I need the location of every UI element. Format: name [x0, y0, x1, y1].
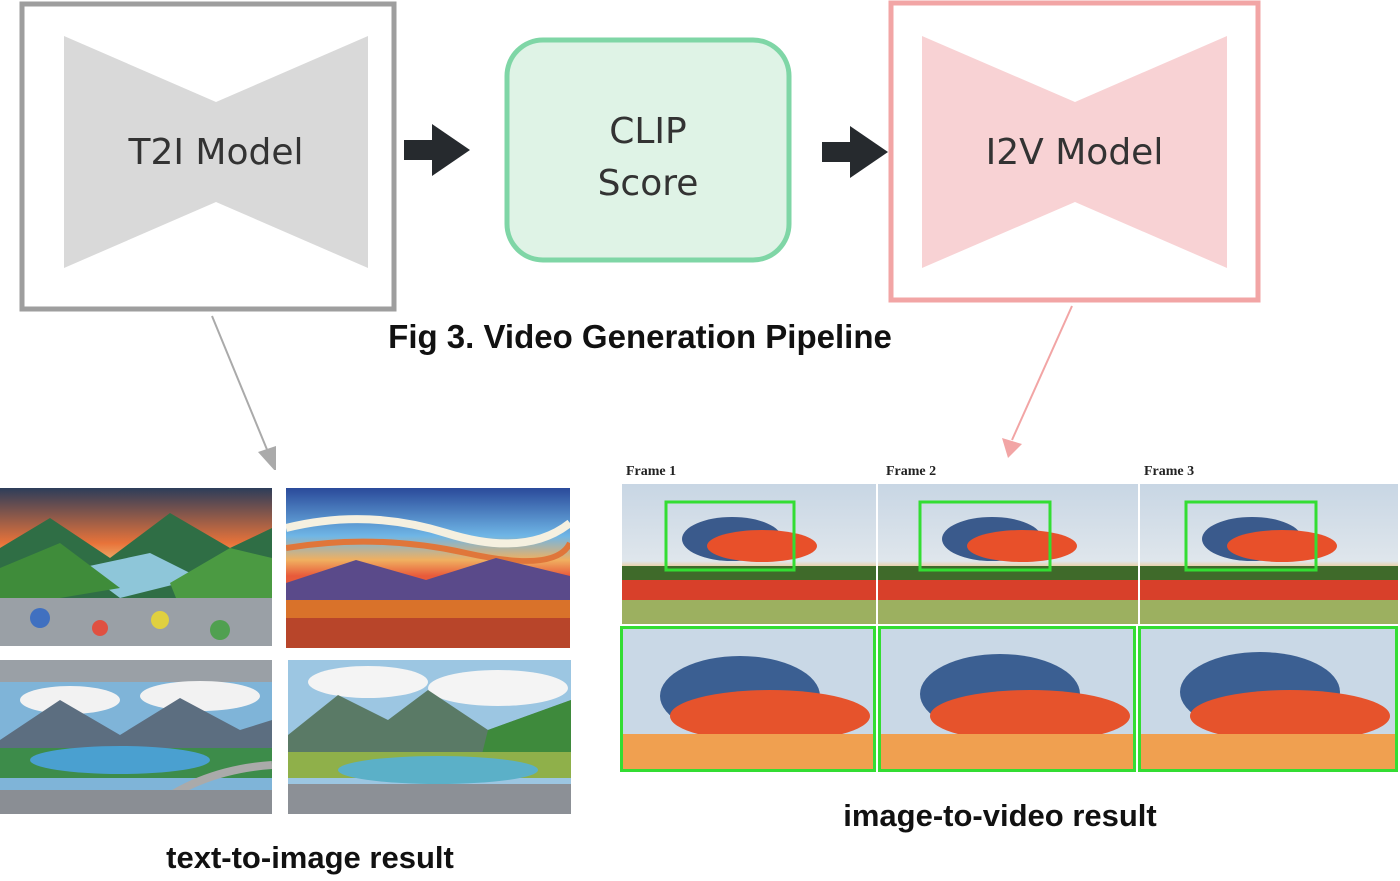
- t2i-result-image-3: [0, 660, 272, 814]
- t2i-result-image-1: [0, 488, 272, 646]
- frame-label-2: Frame 2: [886, 464, 937, 479]
- frame-image-2: [878, 484, 1138, 624]
- i2v-result-connector: [1002, 305, 1073, 458]
- t2i-result-image-4: [288, 660, 571, 814]
- frame-label-3: Frame 3: [1144, 464, 1195, 479]
- frame-image-3: [1140, 484, 1398, 624]
- t2i-model-label: T2I Model: [128, 132, 304, 173]
- figure-caption: Fig 3. Video Generation Pipeline: [388, 318, 892, 355]
- i2v-model-label: I2V Model: [985, 132, 1164, 173]
- t2i-result-connector: [211, 315, 276, 470]
- frame-3-highlight-box: [1184, 500, 1318, 572]
- arrow-right-icon: [822, 126, 888, 178]
- zoomed-crop-3: [1138, 626, 1398, 772]
- i2v-model-shape: [922, 36, 1227, 268]
- i2v-frames-strip: [622, 484, 1398, 624]
- frame-2-highlight-box: [918, 500, 1052, 572]
- arrow-right-icon: [404, 124, 470, 176]
- frame-image-1: [622, 484, 876, 624]
- zoomed-crop-2: [878, 626, 1136, 772]
- frame-label-1: Frame 1: [626, 464, 677, 479]
- t2i-model-shape: [64, 36, 368, 268]
- zoomed-crop-1: [620, 626, 876, 772]
- t2i-result-caption: text-to-image result: [166, 840, 454, 875]
- clip-label-line2: Score: [597, 163, 699, 204]
- t2i-result-image-2: [286, 488, 570, 648]
- i2v-result-caption: image-to-video result: [843, 798, 1157, 833]
- clip-label-line1: CLIP: [609, 111, 687, 152]
- i2v-zoomed-crops: [620, 626, 1398, 772]
- pipeline-diagram: [19, 0, 1261, 470]
- clip-score-box: [504, 37, 792, 263]
- clip-score-label: CLIP Score: [507, 106, 789, 210]
- frame-1-highlight-box: [664, 500, 796, 572]
